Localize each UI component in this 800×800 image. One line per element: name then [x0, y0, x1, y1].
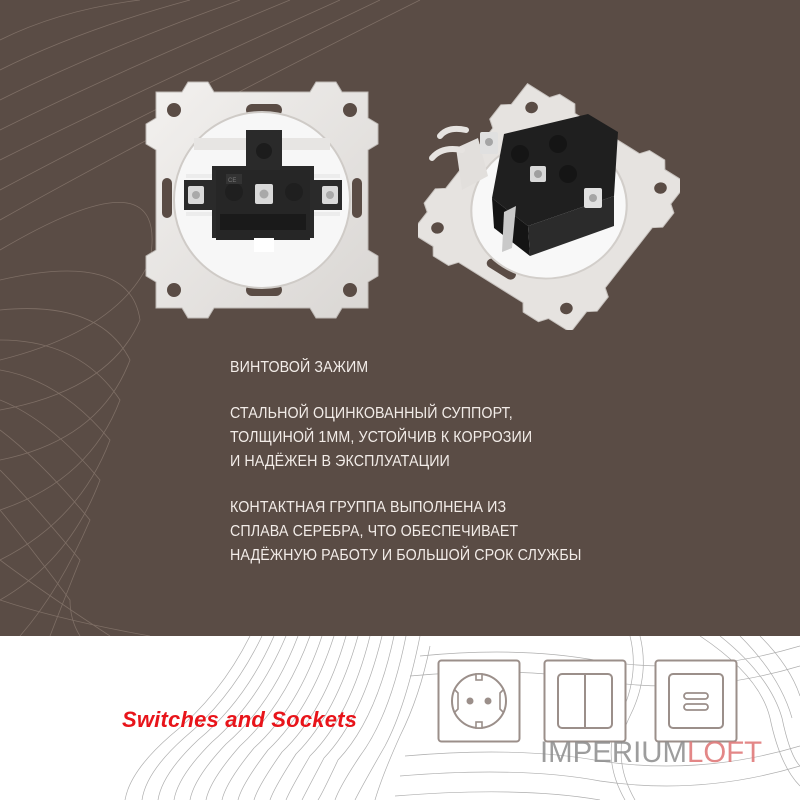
logo-loft: LOFT	[687, 736, 763, 769]
feature-screw-clamp: ВИНТОВОЙ ЗАЖИМ	[230, 356, 598, 380]
feature-line: НАДЁЖНУЮ РАБОТУ И БОЛЬШОЙ СРОК СЛУЖБЫ	[230, 547, 582, 564]
feature-silver-contacts: КОНТАКТНАЯ ГРУППА ВЫПОЛНЕНА ИЗ СПЛАВА СЕ…	[230, 496, 598, 568]
brand-logo: IMPERIUMLOFT	[540, 736, 762, 770]
tagline: Switches and Sockets	[122, 707, 358, 732]
feature-line: И НАДЁЖЕН В ЭКСПЛУАТАЦИИ	[230, 453, 450, 470]
feature-line: СТАЛЬНОЙ ОЦИНКОВАННЫЙ СУППОРТ,	[230, 405, 513, 422]
brand-footer: Switches and Sockets IMPERIUMLOFT	[0, 636, 800, 800]
feature-line: ТОЛЩИНОЙ 1ММ, УСТОЙЧИВ К КОРРОЗИИ	[230, 429, 533, 446]
logo-imperium: IMPERIUM	[540, 736, 687, 769]
socket-mechanism-front-image: CE	[145, 81, 379, 319]
double-switch-icon	[543, 659, 627, 743]
usb-charger-icon	[654, 659, 738, 743]
feature-line: СПЛАВА СЕРЕБРА, ЧТО ОБЕСПЕЧИВАЕТ	[230, 523, 519, 540]
feature-line: КОНТАКТНАЯ ГРУППА ВЫПОЛНЕНА ИЗ	[230, 499, 507, 516]
svg-text:CE: CE	[228, 178, 236, 184]
socket-mechanism-angled-image	[418, 83, 680, 330]
feature-line: ВИНТОВОЙ ЗАЖИМ	[230, 359, 369, 376]
feature-steel-support: СТАЛЬНОЙ ОЦИНКОВАННЫЙ СУППОРТ, ТОЛЩИНОЙ …	[230, 402, 598, 474]
feature-list: ВИНТОВОЙ ЗАЖИМ СТАЛЬНОЙ ОЦИНКОВАННЫЙ СУП…	[230, 356, 598, 590]
socket-icon	[437, 659, 521, 743]
feature-panel: CE	[0, 0, 800, 636]
